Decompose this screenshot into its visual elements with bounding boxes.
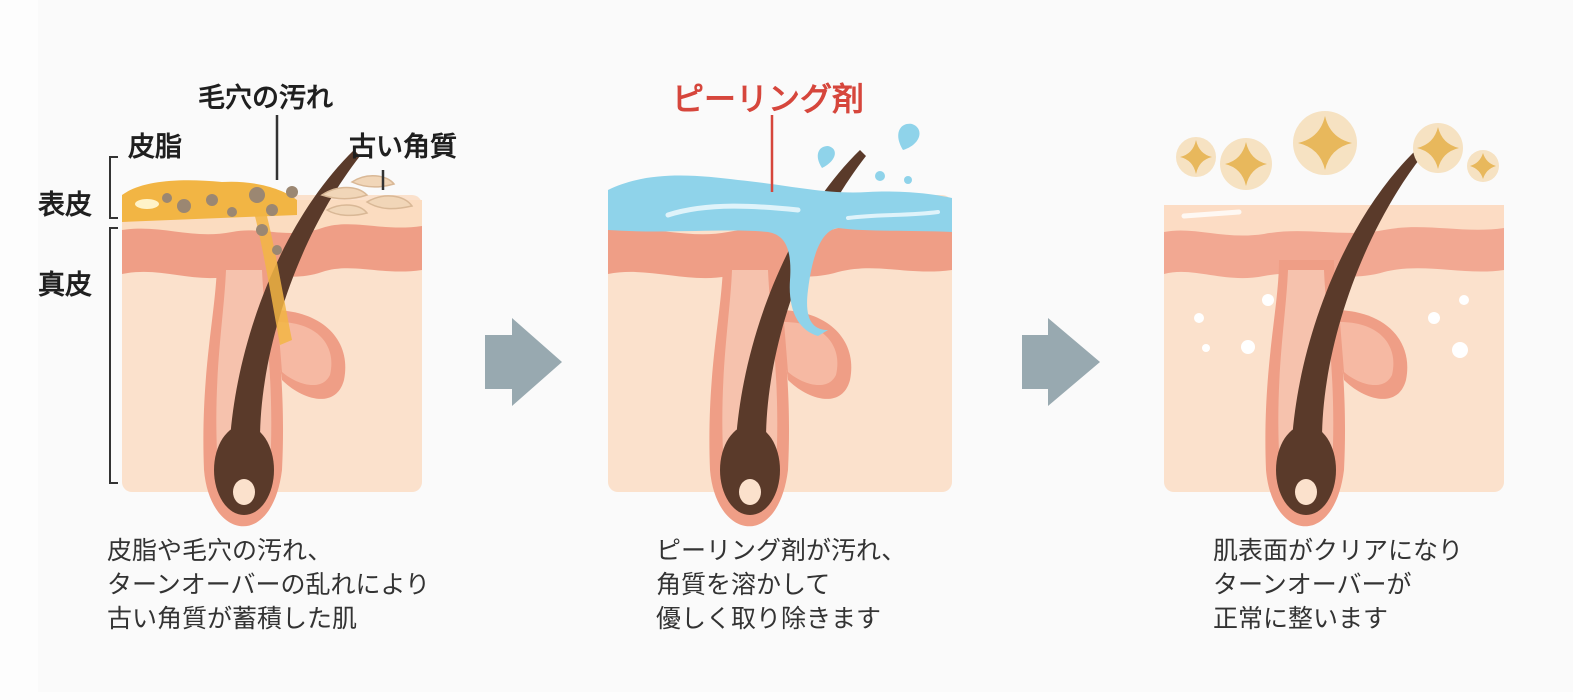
panel3-skin-block bbox=[1164, 150, 1504, 527]
epidermis-bracket bbox=[109, 156, 118, 219]
arrow-right-icon bbox=[485, 318, 562, 406]
panel2-caption: ピーリング剤が汚れ、 角質を溶かして 優しく取り除きます bbox=[656, 534, 906, 636]
old-keratin-label: 古い角質 bbox=[349, 132, 457, 163]
sparkle-icon bbox=[1413, 123, 1463, 173]
sparkle-icon bbox=[1220, 138, 1272, 190]
sparkle-icon bbox=[1467, 150, 1499, 182]
caption-line: ターンオーバーの乱れにより bbox=[107, 570, 431, 599]
panel2-skin-block bbox=[608, 123, 952, 527]
dermis-label: 真皮 bbox=[38, 270, 92, 301]
pore-dirt-label: 毛穴の汚れ bbox=[198, 83, 333, 114]
sparkle-icon bbox=[1176, 137, 1216, 177]
sebum-label: 皮脂 bbox=[128, 132, 182, 163]
caption-line: 皮脂や毛穴の汚れ、 bbox=[107, 536, 333, 565]
dermis-bracket bbox=[109, 227, 118, 484]
caption-line: 肌表面がクリアになり bbox=[1213, 536, 1464, 565]
panel1-caption: 皮脂や毛穴の汚れ、 ターンオーバーの乱れにより 古い角質が蓄積した肌 bbox=[107, 534, 430, 636]
caption-line: ピーリング剤が汚れ、 bbox=[656, 536, 907, 565]
panel3-caption: 肌表面がクリアになり ターンオーバーが 正常に整います bbox=[1213, 534, 1463, 636]
panel1-skin-block bbox=[122, 150, 422, 527]
caption-line: 角質を溶かして bbox=[656, 570, 831, 599]
caption-line: ターンオーバーが bbox=[1213, 570, 1412, 599]
caption-line: 古い角質が蓄積した肌 bbox=[107, 604, 358, 633]
caption-line: 正常に整います bbox=[1213, 604, 1389, 633]
epidermis-label: 表皮 bbox=[38, 190, 92, 221]
caption-line: 優しく取り除きます bbox=[656, 604, 882, 633]
sparkle-icon bbox=[1293, 111, 1357, 175]
peeling-agent-label: ピーリング剤 bbox=[672, 80, 865, 118]
arrow-right-icon bbox=[1022, 318, 1100, 406]
